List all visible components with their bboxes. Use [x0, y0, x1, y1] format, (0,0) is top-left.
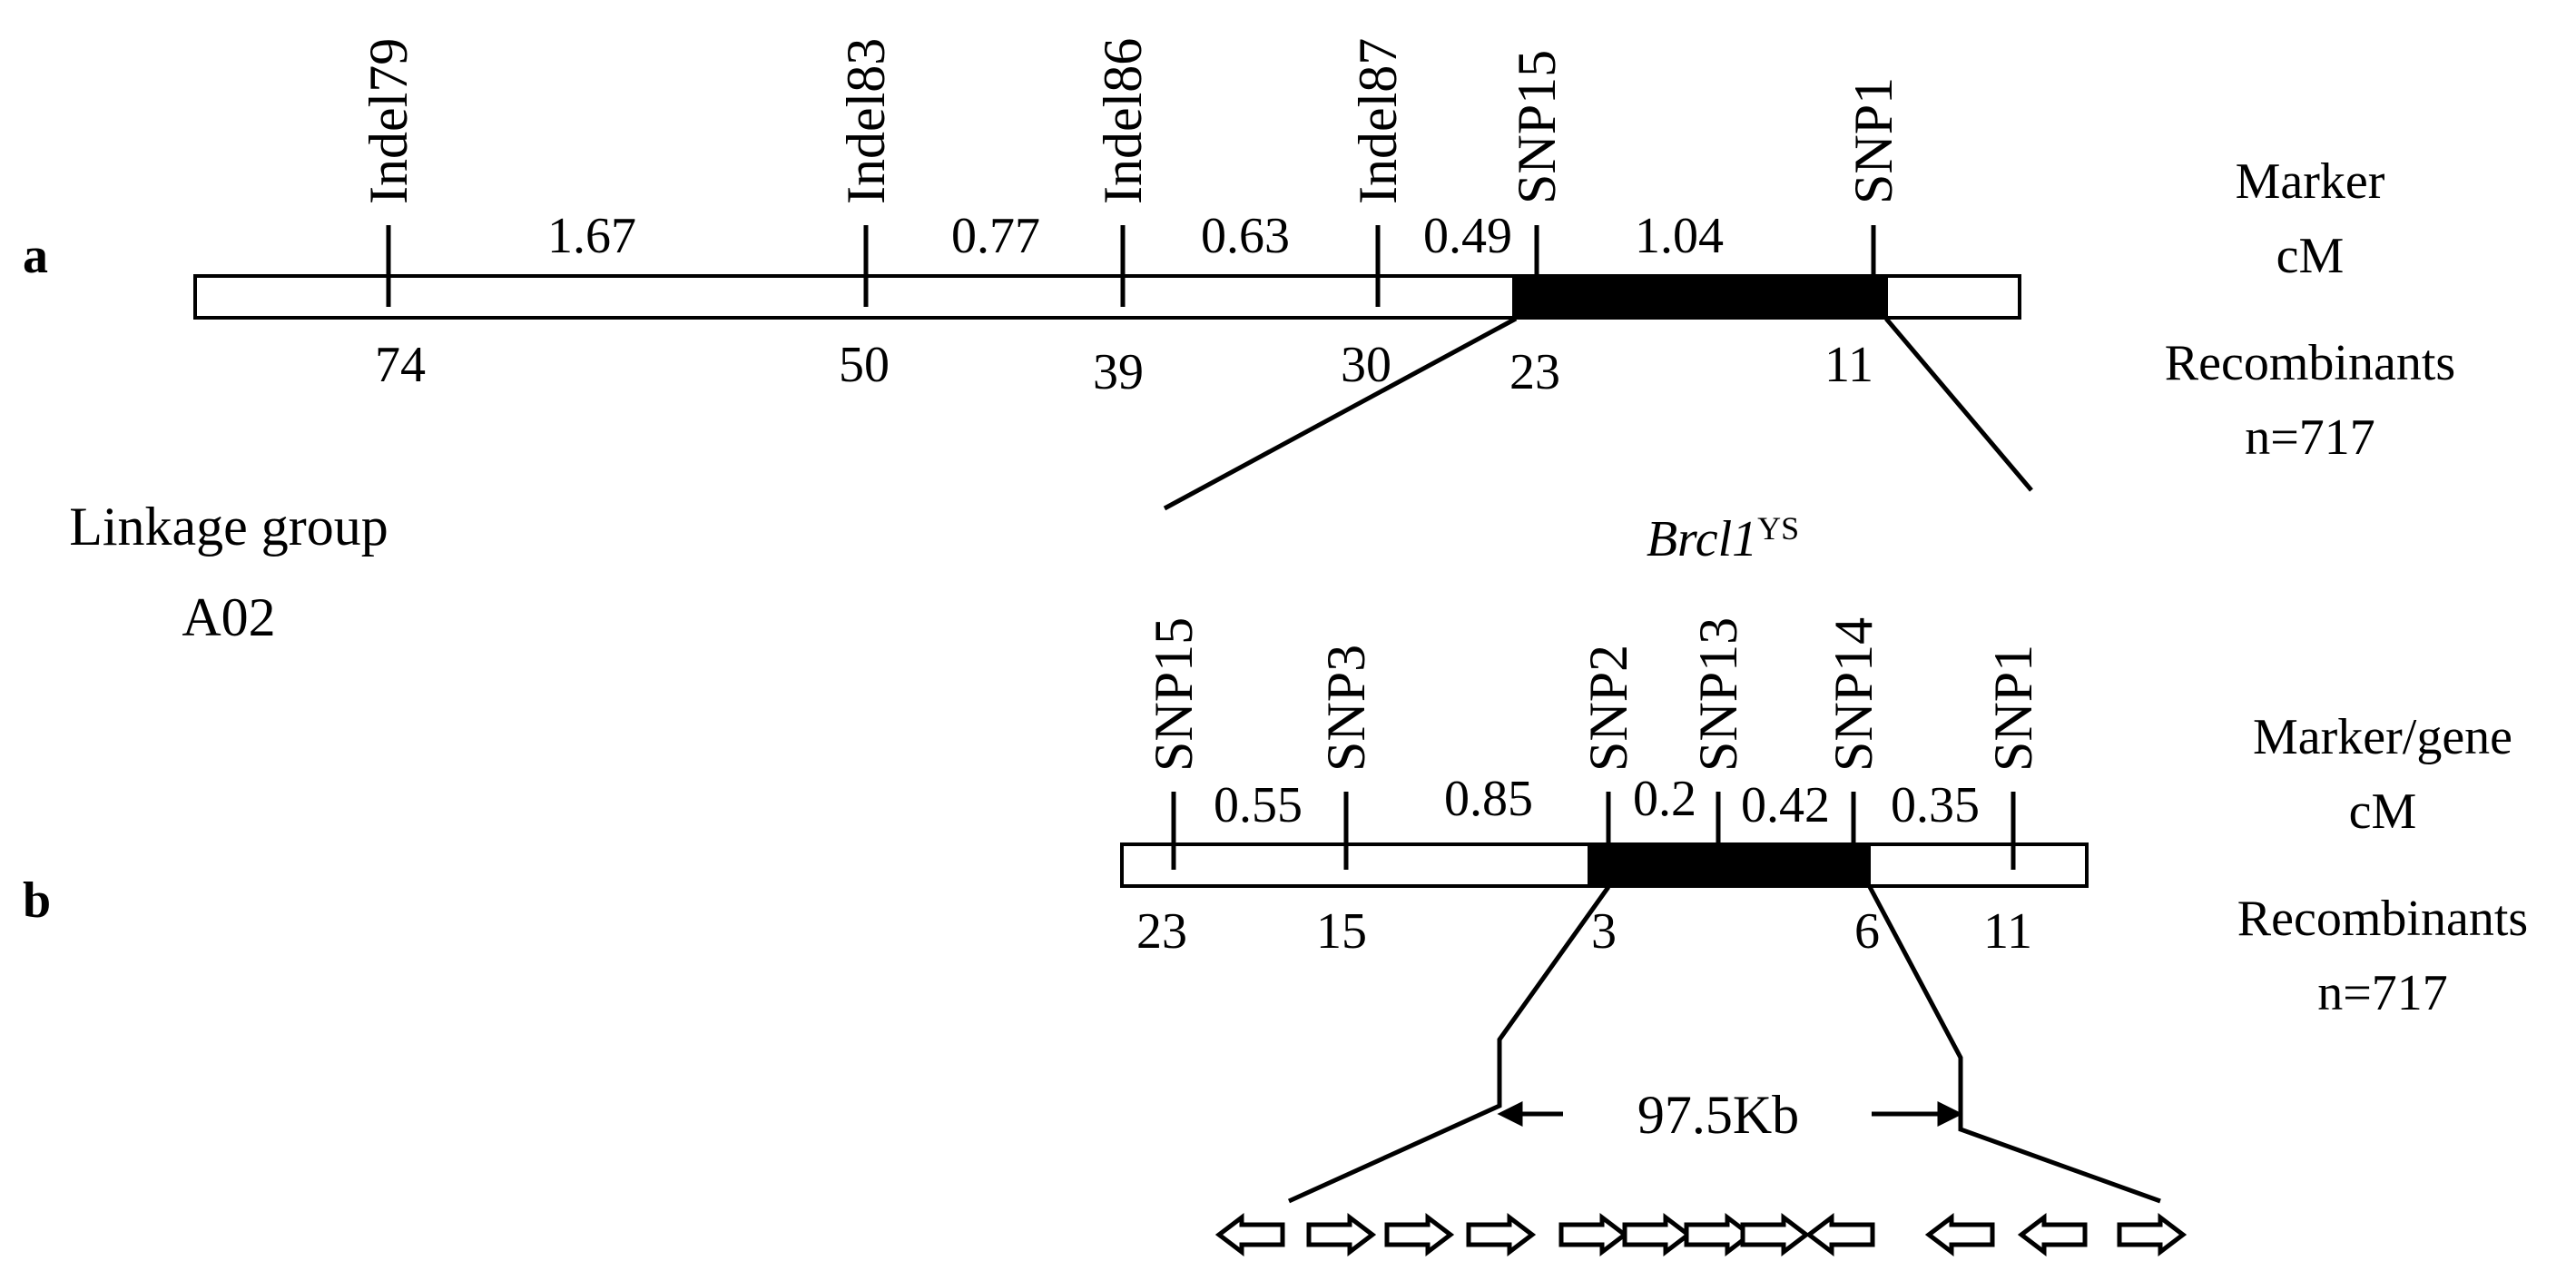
marker-label-snp15-b: SNP15 [1144, 617, 1204, 772]
distance-label: 0.49 [1423, 208, 1512, 264]
marker-label-snp1-b: SNP1 [1983, 645, 2043, 772]
distance-label: 1.04 [1635, 208, 1724, 264]
distance-label: 0.35 [1891, 777, 1980, 833]
gene-arrow-left [2017, 1212, 2088, 1257]
marker-label-snp3: SNP3 [1316, 645, 1376, 772]
linkage-group-name: A02 [182, 587, 275, 647]
marker-label-indel83: Indel83 [836, 38, 896, 204]
gene-arrow-left [1924, 1212, 1995, 1257]
marker-label-snp14: SNP14 [1824, 617, 1883, 772]
recombinant-count: 11 [1824, 337, 1873, 393]
gene-arrow-left [1214, 1212, 1285, 1257]
distance-label: 0.2 [1633, 771, 1696, 827]
legend-cm-a: cM [2276, 228, 2345, 284]
marker-label-indel79: Indel79 [359, 38, 418, 204]
zoom-lines-a-to-b [1163, 316, 2033, 511]
marker-label-indel86: Indel86 [1093, 38, 1153, 204]
legend-recombinants-a: Recombinants [2165, 335, 2455, 391]
gene-arrow-left [1804, 1212, 1875, 1257]
recombinant-count: 50 [839, 337, 890, 393]
marker-label-snp1-a: SNP1 [1844, 77, 1903, 204]
legend-n-b: n=717 [2317, 965, 2448, 1021]
gene-arrow-right [1684, 1212, 1755, 1257]
gene-arrow-right [2117, 1212, 2188, 1257]
recombinant-count: 30 [1341, 337, 1391, 393]
interval-arrows [1497, 1100, 1963, 1128]
gene-arrows [1214, 1212, 2188, 1257]
gene-arrow-right [1384, 1212, 1455, 1257]
panel-a-label: a [23, 228, 48, 284]
recombinant-count: 15 [1316, 903, 1367, 960]
chromosome-bar-b [1120, 842, 2089, 888]
gene-arrow-right [1466, 1212, 1537, 1257]
gene-arrow-right [1622, 1212, 1693, 1257]
distance-label: 1.67 [547, 208, 636, 264]
gene-arrow-right [1740, 1212, 1811, 1257]
recombinant-count: 23 [1136, 903, 1187, 960]
legend-cm-b: cM [2349, 783, 2417, 840]
legend-recombinants-b: Recombinants [2237, 891, 2528, 947]
marker-ticks-b [1171, 792, 2016, 870]
recombinant-count: 74 [375, 337, 426, 393]
distance-label: 0.42 [1741, 777, 1830, 833]
legend-marker-a: Marker [2236, 153, 2385, 210]
legend-n-a: n=717 [2245, 409, 2375, 466]
candidate-region-a [1512, 274, 1888, 320]
gene-arrow-right [1306, 1212, 1377, 1257]
distance-label: 0.77 [951, 208, 1040, 264]
linkage-group-label: Linkage group [69, 497, 388, 557]
panel-b-label: b [23, 872, 51, 929]
distance-label: 0.85 [1444, 771, 1533, 827]
recombinant-count: 23 [1509, 344, 1560, 400]
gene-name: Brcl1YS [1647, 510, 1799, 567]
distance-label: 0.63 [1201, 208, 1290, 264]
candidate-region-b [1588, 842, 1871, 888]
legend-marker-b: Marker/gene [2253, 709, 2512, 765]
recombinant-count: 3 [1591, 903, 1617, 960]
marker-label-snp2: SNP2 [1578, 645, 1638, 772]
marker-ticks-a [386, 225, 1876, 307]
recombinant-count: 11 [1983, 903, 2032, 960]
recombinant-count: 6 [1854, 903, 1880, 960]
recombinant-count: 39 [1093, 344, 1144, 400]
chromosome-bar-a [193, 274, 2021, 320]
zoom-lines-b-to-interval [1287, 885, 2161, 1204]
gene-arrow-right [1558, 1212, 1629, 1257]
marker-label-snp15-a: SNP15 [1507, 50, 1567, 204]
distance-label: 0.55 [1214, 777, 1303, 833]
marker-label-indel87: Indel87 [1348, 38, 1408, 204]
marker-label-snp13: SNP13 [1688, 617, 1748, 772]
interval-size-label: 97.5Kb [1637, 1085, 1799, 1145]
